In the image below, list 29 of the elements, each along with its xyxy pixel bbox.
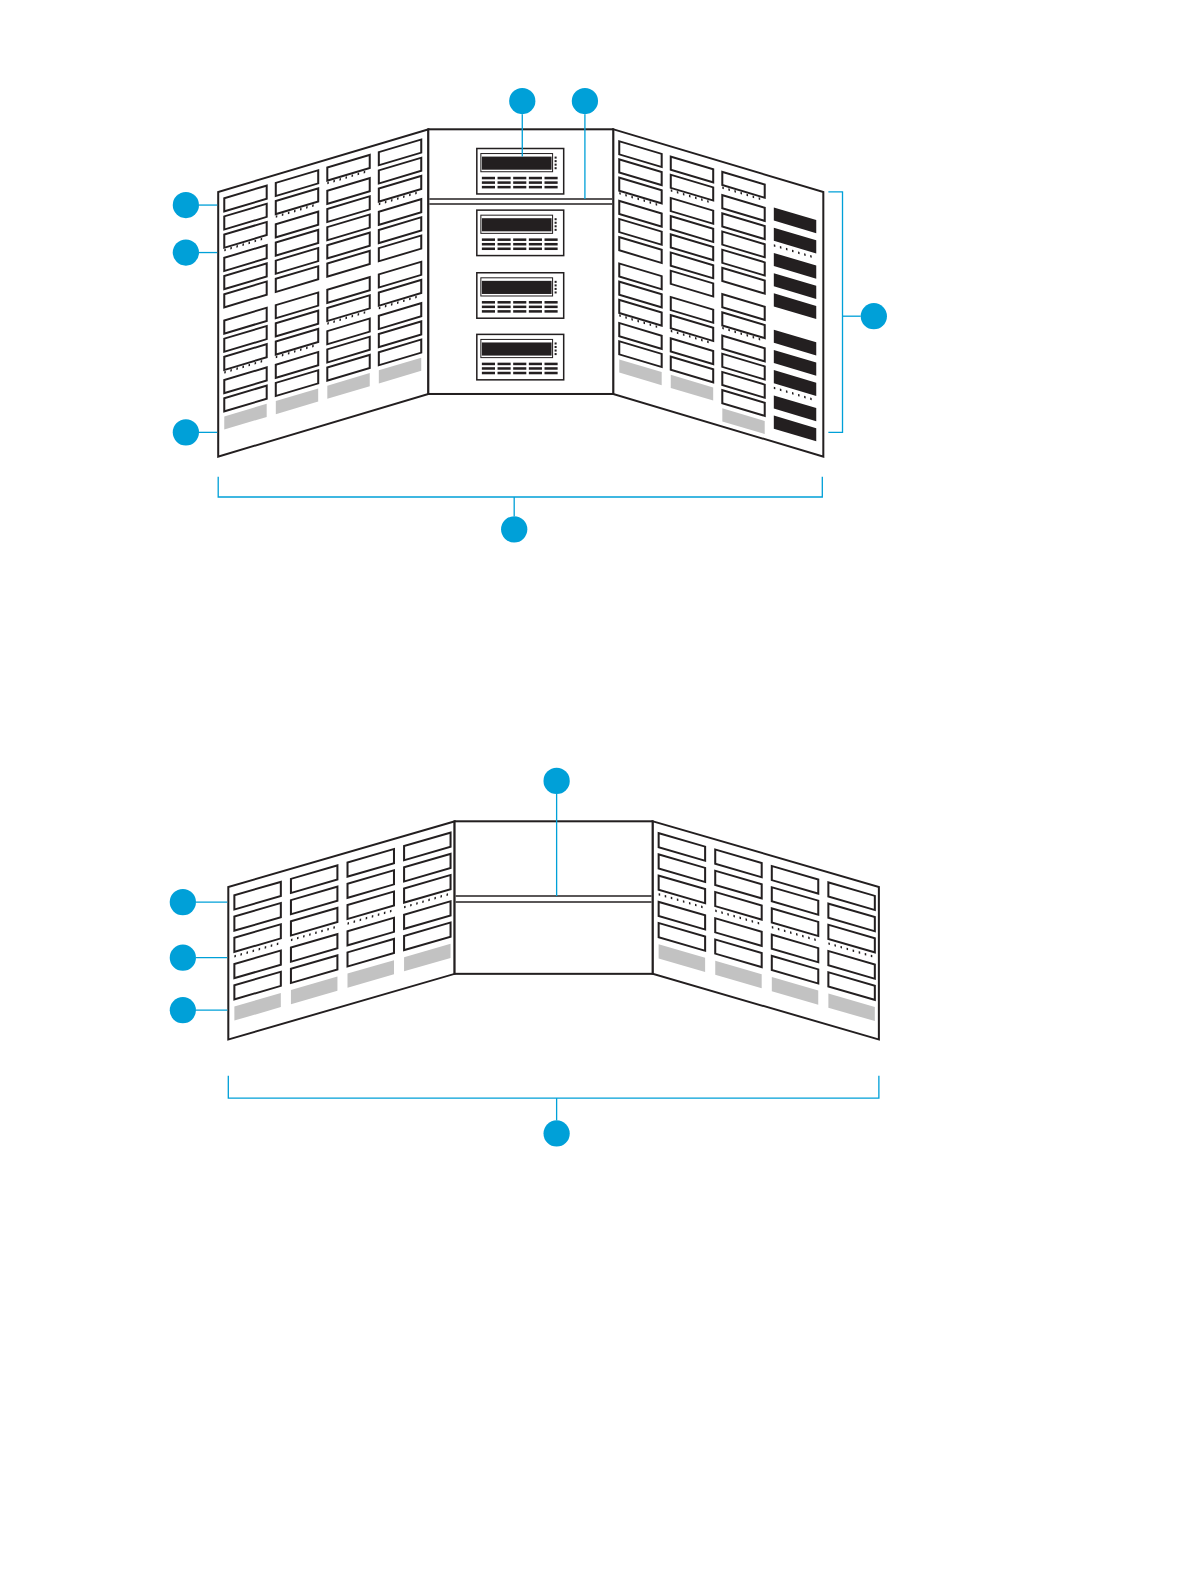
callout-circle (501, 516, 528, 543)
callout-circle (169, 944, 196, 971)
leader-line (195, 1009, 228, 1011)
callout-circle (543, 767, 570, 794)
callout-circle (169, 889, 196, 916)
callout-circle (509, 87, 536, 115)
leader-line (195, 957, 228, 959)
leader-line (555, 793, 558, 897)
callout-circle (543, 1120, 570, 1147)
leader-line (198, 431, 218, 434)
leader-line (555, 1097, 558, 1121)
leader-line (195, 901, 228, 903)
callout-circle (172, 419, 199, 446)
bracket (217, 476, 823, 498)
leader-line (521, 113, 523, 158)
leader-line (198, 204, 218, 206)
divider-line (428, 198, 613, 205)
bracket (227, 1075, 880, 1099)
callout-circle (860, 303, 887, 330)
bracket (827, 191, 844, 434)
callout-circle (571, 87, 599, 115)
leader-line (198, 251, 218, 254)
callout-circle (172, 239, 199, 266)
callout-circle (169, 997, 196, 1024)
divider-line (454, 895, 653, 903)
leader-line (513, 496, 515, 517)
callout-circle (172, 191, 199, 219)
leader-line (841, 315, 862, 317)
leader-line (584, 113, 586, 200)
